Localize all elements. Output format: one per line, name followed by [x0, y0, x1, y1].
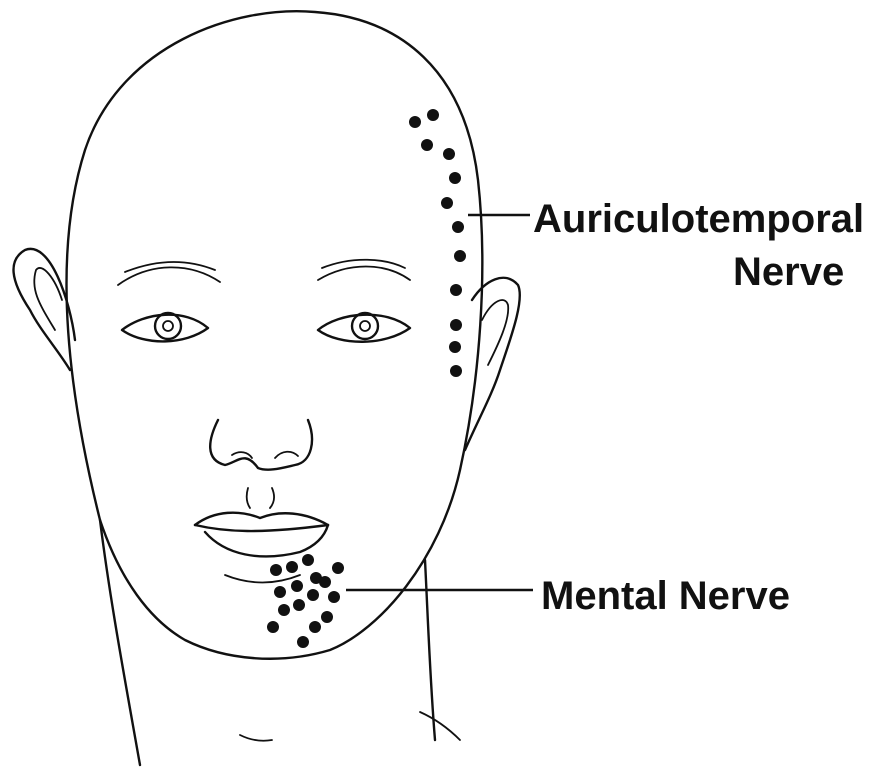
nerve-dot [321, 611, 333, 623]
nerve-dot [449, 172, 461, 184]
philtrum-left [247, 488, 250, 508]
nerve-dot [267, 621, 279, 633]
neck-left [100, 520, 140, 765]
nerve-dot [332, 562, 344, 574]
neck-right [425, 560, 435, 740]
nerve-dot [454, 250, 466, 262]
mental-nerve-dots [267, 554, 344, 648]
upper-lip [195, 513, 328, 525]
nerve-dot [270, 564, 282, 576]
auriculotemporal-label-line1: Auriculotemporal [533, 199, 864, 239]
left-iris [155, 313, 181, 339]
mental-nerve-label: Mental Nerve [541, 576, 790, 616]
chin-crease [225, 575, 300, 583]
right-eyebrow [318, 267, 410, 281]
nerve-dot [293, 599, 305, 611]
mouth-line [195, 525, 328, 531]
nerve-dot [309, 621, 321, 633]
right-iris [352, 313, 378, 339]
nerve-dot [450, 284, 462, 296]
auriculotemporal-label-line2: Nerve [733, 252, 844, 292]
nerve-dot [302, 554, 314, 566]
nose-nostril-left [232, 452, 252, 458]
nose [210, 420, 312, 470]
nerve-dot [286, 561, 298, 573]
neck-right-fold [420, 712, 460, 740]
nerve-dot [409, 116, 421, 128]
left-pupil [163, 321, 173, 331]
nerve-dot [291, 580, 303, 592]
auriculotemporal-nerve-dots [409, 109, 466, 377]
nerve-dot [307, 589, 319, 601]
nerve-dot [319, 576, 331, 588]
nerve-dot [297, 636, 309, 648]
neck-collar [240, 735, 272, 741]
philtrum-right [270, 488, 274, 508]
right-pupil [360, 321, 370, 331]
nerve-dot [328, 591, 340, 603]
nerve-dot [449, 341, 461, 353]
nerve-dot [427, 109, 439, 121]
nerve-dot [450, 319, 462, 331]
nerve-dot [441, 197, 453, 209]
nerve-dot [421, 139, 433, 151]
nerve-dot [278, 604, 290, 616]
right-eye [318, 315, 410, 342]
nose-nostril-right [275, 452, 298, 458]
nerve-dot [452, 221, 464, 233]
right-ear [465, 278, 520, 450]
left-eyebrow [118, 267, 220, 285]
nerve-dot [274, 586, 286, 598]
left-eye [122, 315, 208, 342]
nerve-dot [450, 365, 462, 377]
nerve-dot [443, 148, 455, 160]
